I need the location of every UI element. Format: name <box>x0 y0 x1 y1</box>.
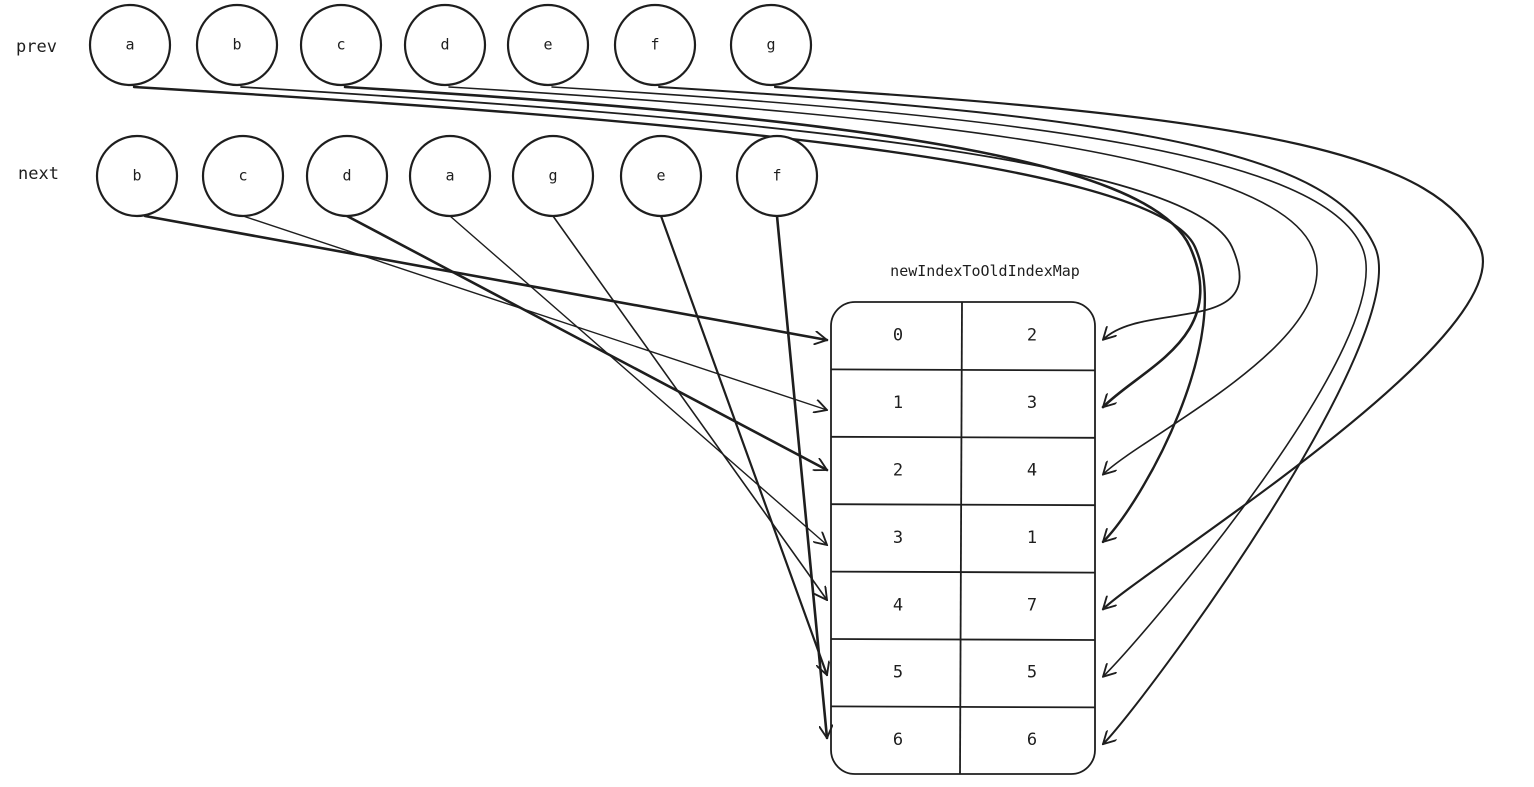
map-row-divider <box>830 503 1096 507</box>
map-index-cell: 6 <box>893 730 903 750</box>
next-edge-g <box>552 215 827 600</box>
next-node-label: c <box>238 167 247 185</box>
next-node-c: c <box>201 134 285 218</box>
map-value-cell: 5 <box>1027 663 1037 683</box>
next-node-label: e <box>656 167 665 185</box>
prev-node-g: g <box>729 3 813 87</box>
next-edge-d <box>345 214 827 472</box>
prev-node-f: f <box>613 3 697 87</box>
prev-edge-b <box>240 86 1241 340</box>
next-node-label: b <box>132 167 141 185</box>
map-row-divider <box>830 638 1096 641</box>
next-node-circle <box>95 134 179 218</box>
prev-edge-e <box>551 86 1367 677</box>
next-edge-c <box>242 215 827 410</box>
prev-node-label: d <box>440 36 449 54</box>
next-node-label: f <box>772 167 781 185</box>
prev-node-label: a <box>125 36 134 54</box>
prev-node-circle <box>195 3 279 87</box>
next-node-label: g <box>548 167 557 185</box>
next-node-f: f <box>735 134 819 218</box>
map-column-divider <box>959 301 963 775</box>
next-to-map-edges <box>143 214 827 738</box>
map-index-cell: 1 <box>893 393 903 413</box>
prev-node-circle <box>506 3 590 87</box>
next-node-circle <box>408 134 492 218</box>
next-node-circle <box>735 134 819 218</box>
prev-node-label: b <box>232 36 241 54</box>
map-value-cell: 6 <box>1027 730 1037 750</box>
prev-node-label: g <box>766 36 775 54</box>
map-index-cell: 0 <box>893 326 903 346</box>
prev-node-label: e <box>543 36 552 54</box>
next-node-circle <box>619 134 703 218</box>
prev-edge-g <box>773 85 1484 609</box>
next-edge-f <box>775 214 827 738</box>
prev-node-row: a b c d e f g <box>88 3 813 87</box>
prev-node-circle <box>729 3 813 87</box>
map-title: newIndexToOldIndexMap <box>890 262 1080 280</box>
map-value-cell: 7 <box>1027 595 1037 615</box>
next-edge-a <box>449 215 827 545</box>
map-row-divider <box>830 368 1096 372</box>
next-edge-e <box>659 214 827 675</box>
next-node-circle <box>511 134 595 218</box>
next-node-a: a <box>408 134 492 218</box>
prev-node-circle <box>88 3 172 87</box>
prev-node-label: c <box>336 36 345 54</box>
prev-node-circle <box>613 3 697 87</box>
next-node-e: e <box>619 134 703 218</box>
map-value-cell: 4 <box>1027 461 1037 481</box>
prev-node-circle <box>299 3 383 87</box>
prev-node-a: a <box>88 3 172 87</box>
prev-edge-d <box>448 86 1318 475</box>
prev-row-label: prev <box>16 37 57 57</box>
prev-edge-c <box>343 85 1202 407</box>
map-value-cell: 1 <box>1027 528 1037 548</box>
next-node-g: g <box>511 134 595 218</box>
map-index-cell: 3 <box>893 528 903 548</box>
next-row-label: next <box>18 164 59 184</box>
next-node-label: a <box>445 167 454 185</box>
prev-node-label: f <box>650 36 659 54</box>
map-index-cell: 4 <box>893 595 903 615</box>
next-node-b: b <box>95 134 179 218</box>
map-row-divider <box>830 570 1096 574</box>
next-node-circle <box>305 134 389 218</box>
next-node-label: d <box>342 167 351 185</box>
map-row-divider <box>830 705 1096 709</box>
prev-node-circle <box>403 3 487 87</box>
next-node-circle <box>201 134 285 218</box>
map-table-border <box>830 301 1096 775</box>
map-index-cell: 5 <box>893 663 903 683</box>
prev-node-e: e <box>506 3 590 87</box>
prev-node-c: c <box>299 3 383 87</box>
map-value-cell: 3 <box>1027 393 1037 413</box>
map-index-cell: 2 <box>893 461 903 481</box>
next-edge-b <box>143 214 827 340</box>
next-node-d: d <box>305 134 389 218</box>
index-map-table: 0 2 1 3 2 4 3 1 4 7 5 5 6 6 <box>830 301 1096 775</box>
prev-to-map-edges <box>132 85 1484 744</box>
prev-edge-f <box>658 86 1380 744</box>
map-row-divider <box>830 435 1096 439</box>
map-value-cell: 2 <box>1027 326 1037 346</box>
prev-node-b: b <box>195 3 279 87</box>
prev-node-d: d <box>403 3 487 87</box>
prev-edge-a <box>132 85 1206 542</box>
